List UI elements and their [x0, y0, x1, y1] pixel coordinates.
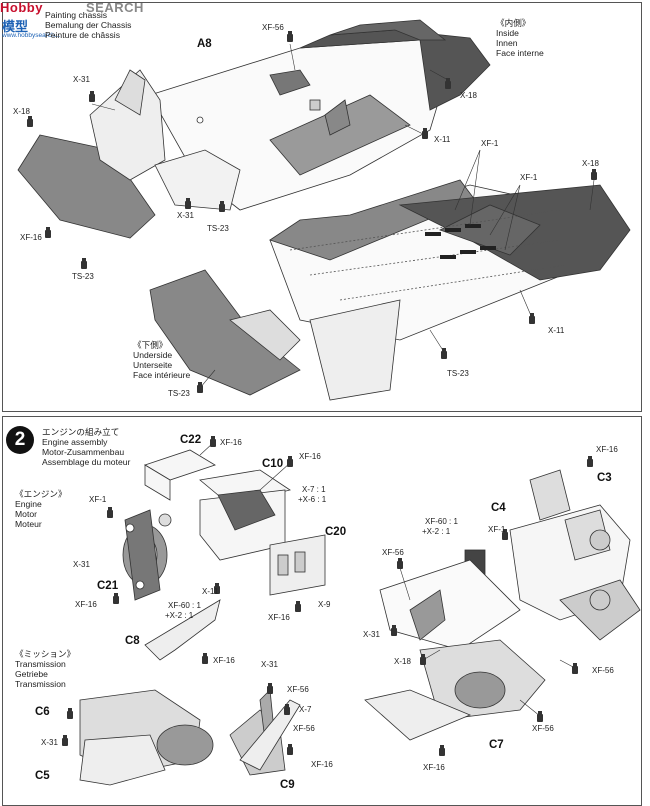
paint-label-xf16-g: XF-16 — [213, 656, 235, 665]
paint-label-xf56-f: XF-56 — [293, 724, 315, 733]
part-label-c6: C6 — [35, 706, 50, 718]
chassis-inside-drawing — [17, 19, 491, 239]
paint-label-xf1-c: XF-1 — [89, 495, 107, 504]
part-label-c10: C10 — [262, 458, 284, 470]
paint-label-x2-mix: +X-2 : 1 — [165, 611, 194, 620]
watermark-site: www.hobbysearch... — [2, 32, 61, 39]
paint-label-xf16-a: XF-16 — [20, 233, 42, 242]
paint-label-x11-a: X-11 — [434, 135, 451, 144]
paint-label-x31-e: X-31 — [261, 660, 278, 669]
paint-label-xf60-mix: XF-60 : 1 — [168, 601, 201, 610]
chassis-underside-drawing — [149, 179, 631, 401]
part-label-c3: C3 — [597, 472, 612, 484]
leader-lines — [91, 43, 595, 717]
paint-label-x9: X-9 — [318, 600, 331, 609]
transmission-caption-en: Transmission — [15, 659, 66, 669]
watermark-brand-cn: 模型 — [2, 19, 29, 34]
paint-label-xf1-b: XF-1 — [520, 173, 538, 182]
inside-caption-de: Innen — [496, 38, 518, 48]
paint-label-x31-d: X-31 — [363, 630, 380, 639]
paint-label-x18-b: X-18 — [13, 107, 30, 116]
part-label-a8: A8 — [197, 38, 212, 50]
underside-caption: 《下側》 Underside Unterseite Face intérieur… — [133, 340, 190, 380]
engine-caption-fr: Moteur — [15, 519, 42, 529]
transmission-caption-fr: Transmission — [15, 679, 66, 689]
paint-label-xf56-b: XF-56 — [382, 548, 404, 557]
step-number-badge: 2 — [6, 426, 34, 454]
paint-label-xf56-d: XF-56 — [532, 724, 554, 733]
step2-title-jp: エンジンの組み立て — [42, 427, 120, 437]
paint-label-ts23-c: TS-23 — [447, 369, 469, 378]
engine-mounted-drawing — [364, 469, 641, 741]
underside-caption-jp: 《下側》 — [133, 340, 168, 350]
part-label-c4: C4 — [491, 502, 506, 514]
paint-label-xf16-d: XF-16 — [268, 613, 290, 622]
paint-label-ts23-b: TS-23 — [72, 272, 94, 281]
transmission-drawing — [79, 599, 301, 786]
paint-label-x18-c: X-18 — [582, 159, 599, 168]
paint-label-x31-f: X-31 — [41, 738, 58, 747]
paint-label-xf16-b: XF-16 — [299, 452, 321, 461]
paint-label-x18-d: X-18 — [394, 657, 411, 666]
step1-title-de: Bemalung der Chassis — [45, 20, 132, 30]
paint-label-xf1-a: XF-1 — [481, 139, 499, 148]
paint-label-x7-mix: X-7 : 1 — [302, 485, 326, 494]
underside-caption-en: Underside — [133, 350, 173, 360]
paint-label-ts23-d: TS-23 — [168, 389, 190, 398]
engine-caption-jp: 《エンジン》 — [15, 489, 67, 499]
paint-label-xf16-a: XF-16 — [220, 438, 242, 447]
step2-title: エンジンの組み立て Engine assembly Motor-Zusammen… — [42, 427, 130, 467]
inside-caption-jp: 《内側》 — [496, 18, 531, 28]
part-label-c9: C9 — [280, 779, 295, 791]
part-label-c7: C7 — [489, 739, 504, 751]
paint-label-x11-b: X-11 — [548, 326, 565, 335]
paint-label-xf56-e: XF-56 — [287, 685, 309, 694]
paint-label-x18-a: X-18 — [460, 91, 477, 100]
inside-caption-fr: Face interne — [496, 48, 544, 58]
paint-label-xf16-c: XF-16 — [75, 600, 97, 609]
paint-label-xf1-d: XF-1 — [488, 525, 506, 534]
paint-label-x31-b: X-31 — [177, 211, 194, 220]
inside-caption: 《内側》 Inside Innen Face interne — [496, 18, 544, 58]
paint-label-x7: X-7 — [299, 705, 312, 714]
step2-title-de: Motor-Zusammenbau — [42, 447, 125, 457]
paint-label-x2-mix-b: +X-2 : 1 — [422, 527, 451, 536]
paint-label-xf16-f: XF-16 — [423, 763, 445, 772]
watermark-search: SEARCH — [86, 0, 144, 15]
part-label-c20: C20 — [325, 526, 347, 538]
transmission-caption-jp: 《ミッション》 — [15, 649, 76, 659]
paint-label-x11-c: X-11 — [202, 587, 219, 596]
engine-caption-de: Motor — [15, 509, 37, 519]
engine-caption-en: Engine — [15, 499, 42, 509]
part-label-c21: C21 — [97, 580, 119, 592]
step2-title-en: Engine assembly — [42, 437, 108, 447]
paint-label-xf56-c: XF-56 — [592, 666, 614, 675]
step1-title-en: Painting chassis — [45, 10, 108, 20]
paint-label-xf56-a: XF-56 — [262, 23, 284, 32]
paint-label-x6-mix: +X-6 : 1 — [298, 495, 327, 504]
engine-caption: 《エンジン》 Engine Motor Moteur — [15, 489, 67, 529]
step1-title: Painting chassis Bemalung der Chassis Pe… — [45, 10, 131, 40]
transmission-caption-de: Getriebe — [15, 669, 48, 679]
paint-label-xf16-e: XF-16 — [596, 445, 618, 454]
underside-caption-fr: Face intérieure — [133, 370, 191, 380]
part-label-c22: C22 — [180, 434, 202, 446]
part-label-c5: C5 — [35, 770, 50, 782]
engine-drawing — [122, 449, 326, 601]
inside-caption-en: Inside — [496, 28, 519, 38]
underside-caption-de: Unterseite — [133, 360, 173, 370]
step2-title-fr: Assemblage du moteur — [42, 457, 131, 467]
paint-label-xf16-h: XF-16 — [311, 760, 333, 769]
paint-label-x31-a: X-31 — [73, 75, 90, 84]
paint-label-ts23-a: TS-23 — [207, 224, 229, 233]
paint-label-xf60-mix-b: XF-60 : 1 — [425, 517, 458, 526]
part-label-c8: C8 — [125, 635, 140, 647]
watermark-brand: Hobby — [0, 0, 43, 15]
transmission-caption: 《ミッション》 Transmission Getriebe Transmissi… — [15, 649, 75, 689]
step1-title-fr: Peinture de châssis — [45, 30, 120, 40]
paint-label-x31-c: X-31 — [73, 560, 90, 569]
